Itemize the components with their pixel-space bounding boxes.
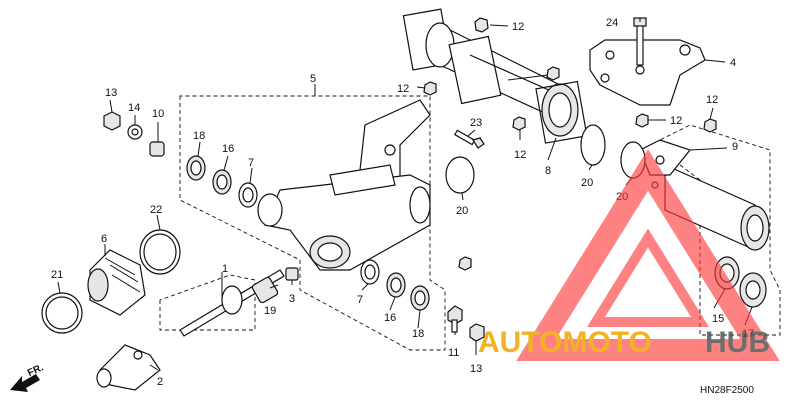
assembly-box-9 [659,124,781,336]
callout-13-upper: 13 [105,87,117,99]
callout-18-upper: 18 [193,130,205,142]
clamp-21 [41,292,83,334]
watermark-text-2: HUB [705,326,770,359]
callout-15: 15 [712,313,724,325]
bearing-17 [739,272,767,308]
callout-6: 6 [101,233,107,245]
callout-12-far-right: 12 [706,94,718,106]
callout-20-right-1: 20 [581,177,593,189]
bearing-16-lower [386,272,406,298]
bracket-4 [589,39,706,106]
spring-3 [285,267,299,281]
nut-12-center [512,116,526,131]
assembly-box-1 [159,274,256,331]
callout-14: 14 [128,102,140,114]
nut-13-upper [103,111,121,131]
callout-5: 5 [310,73,316,85]
watermark-text-1: AUTOMOTO [478,326,652,359]
bolt-11 [447,305,463,333]
nut-12-top [474,17,489,33]
seal-7-upper [238,182,258,208]
callout-10: 10 [152,108,164,120]
nut-12-small-center [458,256,472,271]
nut-12-right-top [546,66,560,81]
clamp-22 [139,229,181,275]
callout-21: 21 [51,269,63,281]
callout-9: 9 [732,141,738,153]
callout-8: 8 [545,165,551,177]
o-ring-20-right-1 [580,124,606,166]
callout-23: 23 [470,117,482,129]
final-drive-case [402,8,588,144]
boot-6 [87,249,146,316]
fr-label: FR. [26,362,45,379]
bearing-18-lower [410,285,430,311]
callout-16-lower: 16 [384,312,396,324]
o-ring-20-center [445,156,475,194]
callout-18-lower: 18 [412,328,424,340]
callout-12-bracket: 12 [670,115,682,127]
callout-7-lower: 7 [357,294,363,306]
diagram-code: HN28F2500 [700,385,754,396]
callout-16-upper: 16 [222,143,234,155]
callout-7-upper: 7 [248,157,254,169]
callout-12-left: 12 [397,83,409,95]
automotohub-watermark: AUTOMOTO HUB [478,149,780,361]
front-direction-arrow: FR. [10,362,45,392]
nut-12-left [423,81,437,96]
callout-24: 24 [606,17,618,29]
universal-joint-2 [96,344,161,391]
callout-11: 11 [448,347,459,359]
swingarm-5 [257,99,431,271]
callout-1: 1 [222,263,228,275]
bolt-23 [454,129,485,149]
callout-3: 3 [289,293,295,305]
callout-19: 19 [264,305,276,317]
callout-22: 22 [150,204,162,216]
spring-10 [149,141,165,157]
callout-13-lower: 13 [470,363,482,375]
bearing-18-upper [186,155,206,181]
callout-20-center: 20 [456,205,468,217]
callout-12-top: 12 [512,21,524,33]
bearing-16-upper [212,169,232,195]
nut-12-bracket [635,113,649,128]
drive-shaft-1 [179,269,285,337]
washer-14 [127,124,143,140]
callout-12-center: 12 [514,149,526,161]
nut-13-lower [469,323,485,342]
seal-7-lower [360,259,380,285]
callout-2: 2 [157,376,163,388]
nut-12-far-right [703,118,717,133]
callout-4: 4 [730,57,736,69]
